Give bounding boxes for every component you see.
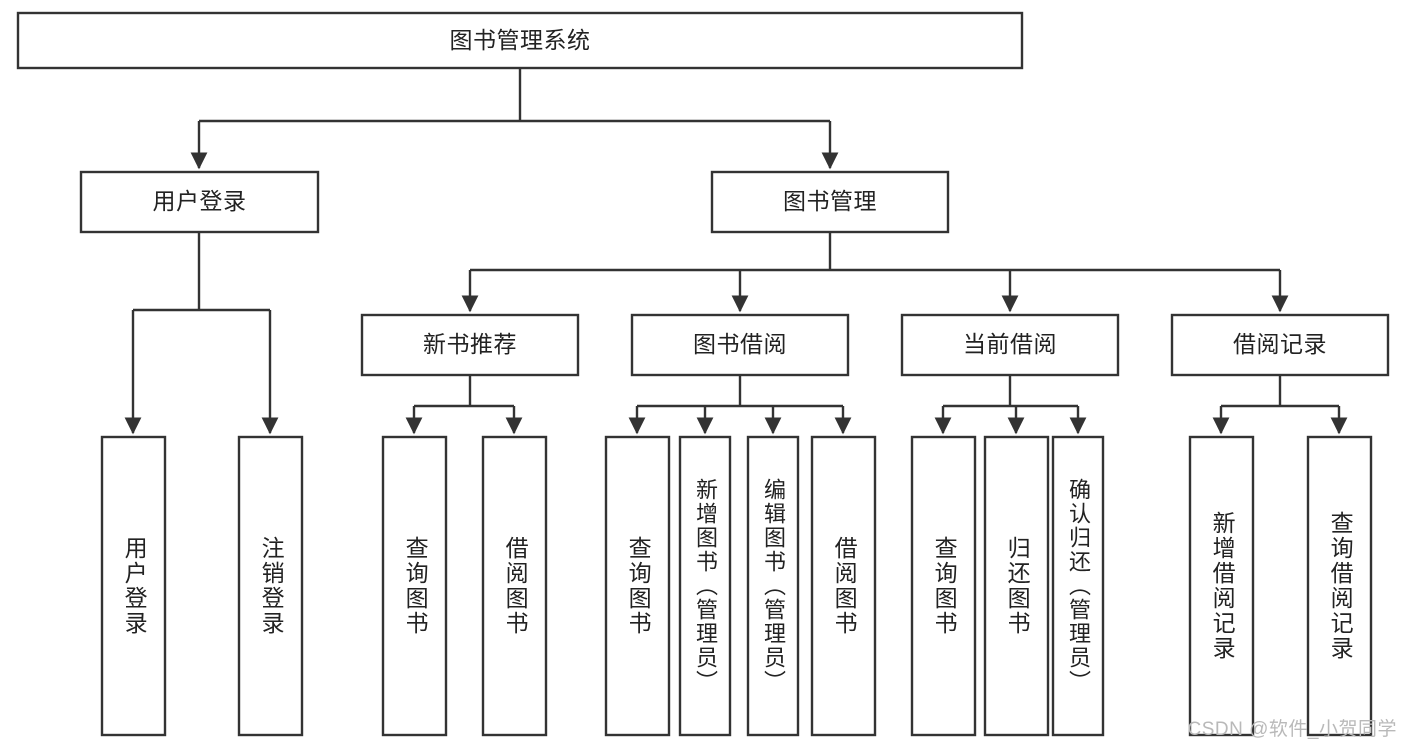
- node-box-leaf-borrow-book-rec[interactable]: [481, 435, 548, 737]
- node-box-book-borrow[interactable]: [630, 313, 850, 377]
- node-box-new-book-recommend[interactable]: [360, 313, 580, 377]
- node-box-leaf-edit-book-admin[interactable]: [746, 435, 800, 737]
- node-box-leaf-confirm-return-admin[interactable]: [1051, 435, 1105, 737]
- node-box-borrow-records[interactable]: [1170, 313, 1390, 377]
- node-box-leaf-query-borrow-record[interactable]: [1306, 435, 1373, 737]
- node-box-leaf-add-borrow-record[interactable]: [1188, 435, 1255, 737]
- node-box-book-manage[interactable]: [710, 170, 950, 234]
- node-box-user-login[interactable]: [79, 170, 320, 234]
- node-box-leaf-query-book-current[interactable]: [910, 435, 977, 737]
- node-box-leaf-borrow-book[interactable]: [810, 435, 877, 737]
- node-box-leaf-query-book-borrow[interactable]: [604, 435, 671, 737]
- node-box-leaf-query-book-rec[interactable]: [381, 435, 448, 737]
- node-box-leaf-add-book-admin[interactable]: [678, 435, 732, 737]
- node-box-leaf-user-login[interactable]: [100, 435, 167, 737]
- node-box-root[interactable]: [16, 11, 1024, 70]
- node-box-current-borrow[interactable]: [900, 313, 1120, 377]
- node-box-leaf-return-book[interactable]: [983, 435, 1050, 737]
- node-box-leaf-user-logout[interactable]: [237, 435, 304, 737]
